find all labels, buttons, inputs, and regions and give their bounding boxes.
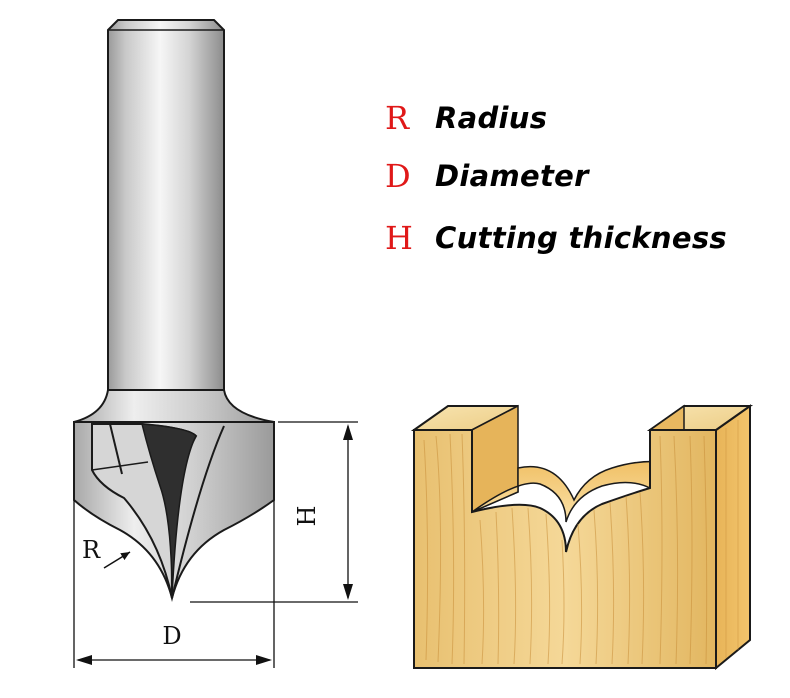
legend-item-diameter: D Diameter (385, 156, 589, 196)
legend-term-height: Cutting thickness (435, 221, 727, 255)
diameter-label: D (162, 622, 181, 650)
d-arrowhead-left (76, 655, 92, 665)
legend-term-diameter: Diameter (435, 159, 589, 193)
d-arrowhead-right (256, 655, 272, 665)
bit-neck (73, 389, 275, 423)
legend-symbol-d: D (385, 157, 411, 195)
router-bit (73, 19, 275, 602)
bit-shank (107, 19, 225, 401)
wood-groove-surface (471, 460, 686, 523)
wood-side-face (715, 404, 751, 671)
dimension-lines: H D R (73, 421, 358, 668)
legend-symbol-r: R (385, 99, 410, 137)
body-curve-right (171, 425, 225, 599)
radius-label: R (82, 536, 101, 564)
wood-block (410, 404, 754, 671)
legend-item-height: H Cutting thickness (385, 218, 727, 258)
wood-front-face (413, 429, 717, 669)
height-label: H (293, 506, 321, 527)
wood-side-grain (725, 420, 739, 658)
h-arrowhead-bottom (343, 584, 353, 600)
legend-item-radius: R Radius (385, 98, 547, 138)
r-pointer-arrow (103, 551, 131, 569)
wood-grain (423, 433, 708, 665)
legend-symbol-h: H (385, 219, 413, 257)
h-arrowhead-top (343, 424, 353, 440)
insert-edge-2 (91, 461, 149, 471)
legend-term-radius: Radius (435, 101, 548, 135)
